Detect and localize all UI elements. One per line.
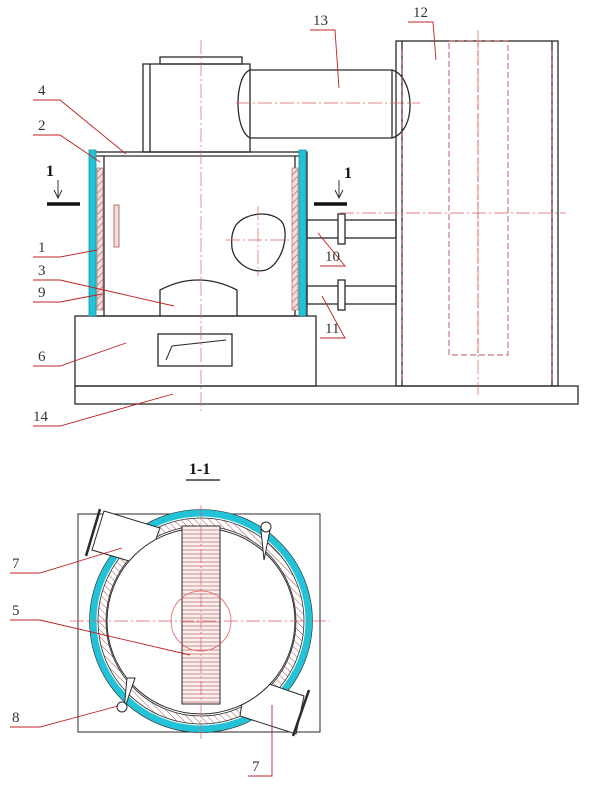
ash-pit [74, 315, 317, 387]
callout-4: 4 [38, 83, 46, 99]
inner-tube [448, 40, 509, 356]
callout-14: 14 [33, 409, 49, 425]
section-title: 1-1 [189, 461, 210, 478]
ash-door [157, 333, 233, 367]
elevation-centerlines [200, 30, 566, 412]
section-callouts: 7 5 8 7 [12, 556, 260, 775]
base-plate [74, 385, 579, 405]
callout-7-upper: 7 [12, 556, 20, 572]
outer-insulation-right [298, 149, 307, 317]
callout-10: 10 [325, 249, 340, 265]
callout-6: 6 [38, 349, 46, 365]
furnace-body [91, 151, 308, 317]
pipe-upper [306, 219, 397, 239]
section-cut-marks: 1 1 [46, 163, 352, 206]
callout-13: 13 [313, 13, 328, 29]
elevation-leaders [33, 21, 437, 427]
refractory-left [96, 167, 104, 311]
flange-upper [337, 213, 346, 245]
callout-2: 2 [38, 118, 46, 134]
upper-neck [142, 63, 251, 153]
callout-7-lower: 7 [252, 759, 260, 775]
exhaust-stack [395, 40, 559, 387]
section-centerlines [70, 505, 330, 740]
ash-door-handle [165, 339, 227, 361]
outer-insulation-left [88, 149, 97, 317]
callout-8: 8 [12, 710, 20, 726]
callout-1: 1 [38, 240, 46, 256]
sight-window [113, 204, 120, 248]
section-mark-right: 1 [344, 165, 352, 182]
grate-arch [159, 279, 238, 316]
flange-lower [337, 279, 346, 311]
connecting-duct [237, 69, 411, 139]
feed-opening [230, 213, 286, 272]
callout-9: 9 [38, 285, 46, 301]
refractory-right [291, 167, 299, 311]
callout-3: 3 [38, 263, 46, 279]
callout-5: 5 [12, 603, 20, 619]
callout-12: 12 [413, 5, 428, 21]
burner-lower-left [123, 677, 136, 711]
elevation-callouts: 4 2 1 3 9 6 14 10 11 13 12 [33, 5, 428, 425]
pipe-lower [306, 285, 397, 305]
callout-11: 11 [325, 321, 339, 337]
section-view [77, 508, 321, 737]
elevation-view [74, 40, 579, 405]
section-mark-left: 1 [46, 163, 54, 180]
section-leaders [10, 547, 273, 777]
